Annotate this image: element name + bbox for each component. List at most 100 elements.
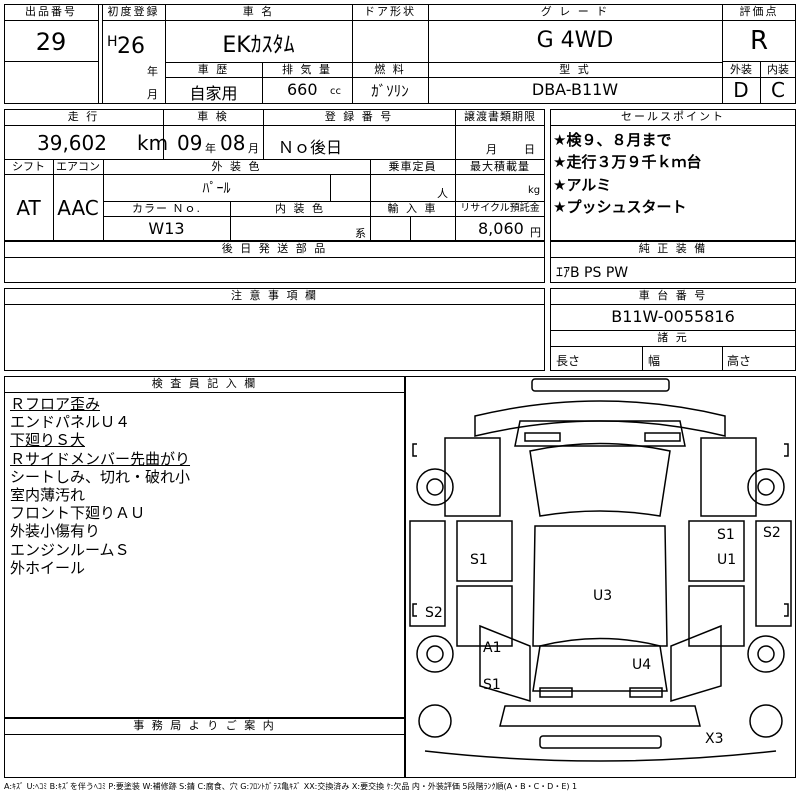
fuel-label: 燃 料 [374,63,406,76]
reg-no: Ｎｏ後日 [278,138,343,157]
car-name-label: 車 名 [242,5,275,18]
dims-width: 幅 [648,354,661,368]
car-diagram-box [405,376,796,778]
ext-color-label: 外 装 色 [211,160,262,173]
grade: G 4WD [536,28,614,53]
mark-a1: A1 [483,640,502,656]
inspection-year-unit: 年 [205,142,216,155]
shift: AT [16,196,41,220]
color-no: W13 [148,219,185,238]
inspector-note: フロント下廻りＡＵ [10,504,146,523]
mileage: 39,602 [37,131,107,155]
door-label: ドア形状 [364,5,416,18]
int-color-label: 内 装 色 [275,202,325,215]
mark-s2-right: S2 [763,525,781,541]
inspector-note: 外ホイール [10,558,86,577]
dims-height: 高さ [727,354,752,368]
displacement-unit: cc [330,86,341,97]
ac: AAC [57,196,99,220]
info-table [4,109,545,241]
transfer-label: 譲渡書類期限 [464,110,536,123]
mark-s2-left: S2 [425,605,443,621]
first-reg-label: 初度登録 [107,5,160,18]
mark-x3: X3 [705,731,724,747]
displacement-label: 排 気 量 [282,63,332,76]
mark-s1-right: S1 [717,527,735,543]
displacement: 660 [287,80,318,99]
mark-u1-right: U1 [717,552,737,568]
transfer-day-unit: 日 [524,143,535,156]
inspector-note: エンドパネルＵ４ [10,413,131,432]
header-table [4,4,796,104]
sales-point: ★アルミ [553,176,612,194]
later-parts-label: 後 日 発 送 部 品 [221,242,328,255]
genuine-equipment: ｴｱB PS PW [556,265,629,281]
history-label: 車 歴 [197,63,230,76]
mileage-label: 走 行 [67,110,100,123]
chassis-box [550,288,796,371]
year-unit: 年 [147,65,158,78]
genuine-label: 純 正 装 備 [638,242,708,255]
recycle-fee: 8,060 [478,219,524,238]
exterior-label: 外装 [730,63,752,76]
inspector-note: エンジンルームＳ [10,540,130,559]
chassis-label: 車 台 番 号 [638,289,708,302]
sales-points-label: セールスポイント [621,110,725,123]
notes-label: 注 意 事 項 欄 [231,289,318,302]
model-code: DBA-B11W [531,80,619,99]
dims-length: 長さ [556,354,581,368]
history: 自家用 [189,84,238,103]
later-parts-box [4,241,545,283]
max-load-label: 最大積載量 [470,160,530,173]
max-load-unit: kg [528,185,541,196]
office-box [4,718,405,778]
exterior-score: D [733,78,749,102]
capacity-unit: 人 [437,187,448,200]
fuel: ｶﾞｿﾘﾝ [371,82,409,100]
ac-label: エアコン [56,160,100,173]
mark-u4: U4 [632,657,652,673]
inspector-note: Ｒサイドメンバー先曲がり [10,449,191,468]
inspector-note: 外装小傷有り [10,522,101,541]
color-no-label: カラー Ｎｏ. [132,202,201,215]
mileage-unit: km [137,131,169,155]
recycle-unit: 円 [530,226,541,239]
inspector-note: シートしみ、切れ・破れ小 [10,467,191,486]
inspection-label: 車 検 [197,110,229,123]
model-code-label: 型 式 [559,63,591,76]
inspection-year: 09 [177,131,203,155]
office-label: 事 務 局 よ り ご 案 内 [133,719,276,732]
mark-s1-lower: S1 [483,677,501,693]
score-label: 評価点 [739,5,779,18]
transfer-month-unit: 月 [486,143,497,156]
car-diagram [409,378,792,762]
lot-no-label: 出品番号 [25,5,77,18]
grade-label: グ レ ー ド [540,5,610,18]
inspector-note: 室内薄汚れ [10,486,86,504]
score: R [749,26,769,56]
lot-no: 29 [35,28,67,56]
era: H [107,34,118,50]
inspector-label: 検 査 員 記 入 欄 [151,377,258,390]
shift-label: シフト [12,160,45,173]
recycle-label: リサイクル預託金 [460,203,540,214]
first-reg-year: 26 [117,34,145,59]
sales-point: ★プッシュスタート [553,198,687,216]
sales-point: ★検９、８月まで [553,131,672,149]
mark-u3: U3 [593,588,613,604]
chassis-number: B11W-0055816 [611,307,735,326]
int-color-unit: 系 [355,227,366,240]
inspector-note: 下廻りＳ大 [10,431,86,450]
interior-score: C [771,78,785,102]
sales-point: ★走行３万９千ｋｍ台 [553,153,702,171]
dims-label: 諸 元 [657,331,689,344]
notes-box [4,288,545,371]
capacity-label: 乗車定員 [388,160,437,173]
inspector-note: Ｒフロア歪み [10,395,101,413]
inspector-box [4,376,405,718]
genuine-box [550,241,796,283]
sales-points-box [550,109,796,241]
mark-s1-left: S1 [470,552,488,568]
ext-color: ﾊﾟｰﾙ [202,181,231,197]
legend: A:ｷｽﾞ U:ﾍｺﾐ B:ｷｽﾞを伴うﾍｺﾐ P:要塗装 W:補修跡 S:錆 … [4,782,578,791]
